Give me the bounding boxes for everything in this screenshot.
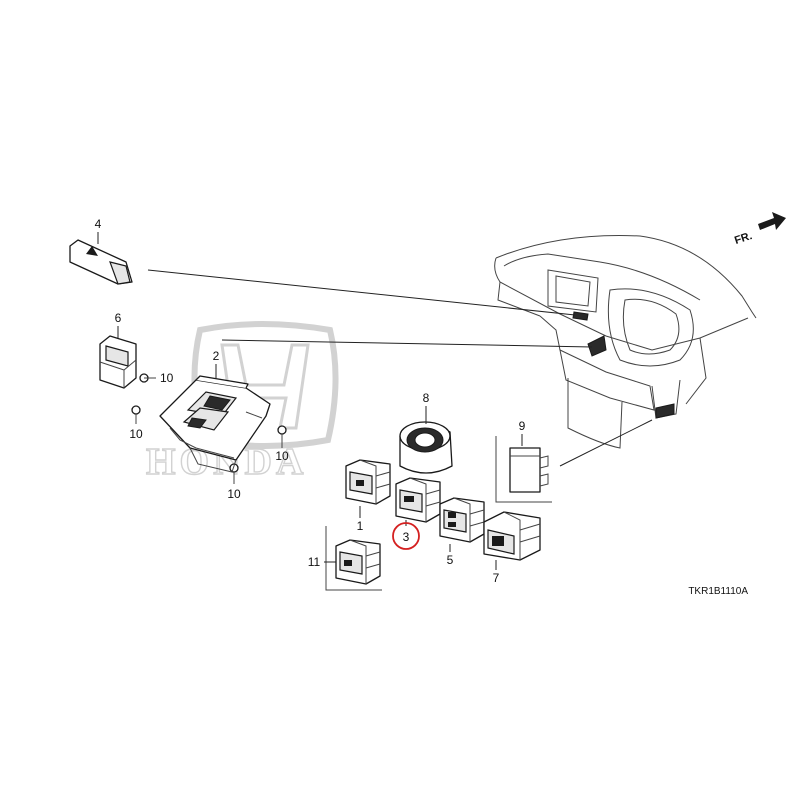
- callout-9[interactable]: 9: [519, 419, 526, 433]
- part-11-switch[interactable]: [324, 526, 382, 591]
- part-6-switch[interactable]: [99, 326, 137, 389]
- callout-10-c[interactable]: 10: [275, 449, 289, 463]
- part-4-hazard-switch[interactable]: [69, 232, 133, 285]
- part-9-blank-plug[interactable]: [495, 434, 552, 503]
- part-7-socket[interactable]: [483, 511, 541, 570]
- callout-8[interactable]: 8: [423, 391, 430, 405]
- screw-10-c[interactable]: [277, 425, 287, 448]
- leader-line-part-2: [221, 339, 593, 348]
- callout-10-d[interactable]: 10: [227, 487, 241, 501]
- callout-3[interactable]: 3: [403, 530, 410, 544]
- callout-10-a[interactable]: 10: [160, 371, 174, 385]
- screw-10-a[interactable]: [139, 373, 156, 383]
- callout-5[interactable]: 5: [447, 553, 454, 567]
- callout-11[interactable]: 11: [308, 555, 321, 569]
- screw-10-b[interactable]: [131, 405, 141, 424]
- front-direction-label: FR.: [733, 230, 754, 247]
- part-8-engine-start-button[interactable]: [399, 406, 453, 474]
- highlight-circle-part-3: [392, 522, 420, 550]
- leader-line-part-9: [559, 419, 653, 467]
- leader-line-part-4: [147, 269, 576, 316]
- callout-7[interactable]: 7: [493, 571, 500, 585]
- front-direction-arrow-icon: [758, 212, 786, 230]
- part-3-switch[interactable]: [395, 477, 441, 526]
- part-5-switch[interactable]: [439, 497, 485, 552]
- dashboard-assembly: [494, 234, 757, 449]
- diagram-code: TKR1B1110A: [688, 586, 748, 597]
- callout-10-b[interactable]: 10: [129, 427, 143, 441]
- part-1-switch[interactable]: [345, 459, 391, 518]
- hazard-triangle-icon: [86, 246, 98, 256]
- callout-2[interactable]: 2: [213, 349, 220, 363]
- callout-6[interactable]: 6: [115, 311, 122, 325]
- part-2-console-switch-panel[interactable]: [159, 364, 271, 473]
- screw-10-d[interactable]: [229, 463, 239, 484]
- callout-1[interactable]: 1: [357, 519, 364, 533]
- callout-4[interactable]: 4: [95, 217, 102, 231]
